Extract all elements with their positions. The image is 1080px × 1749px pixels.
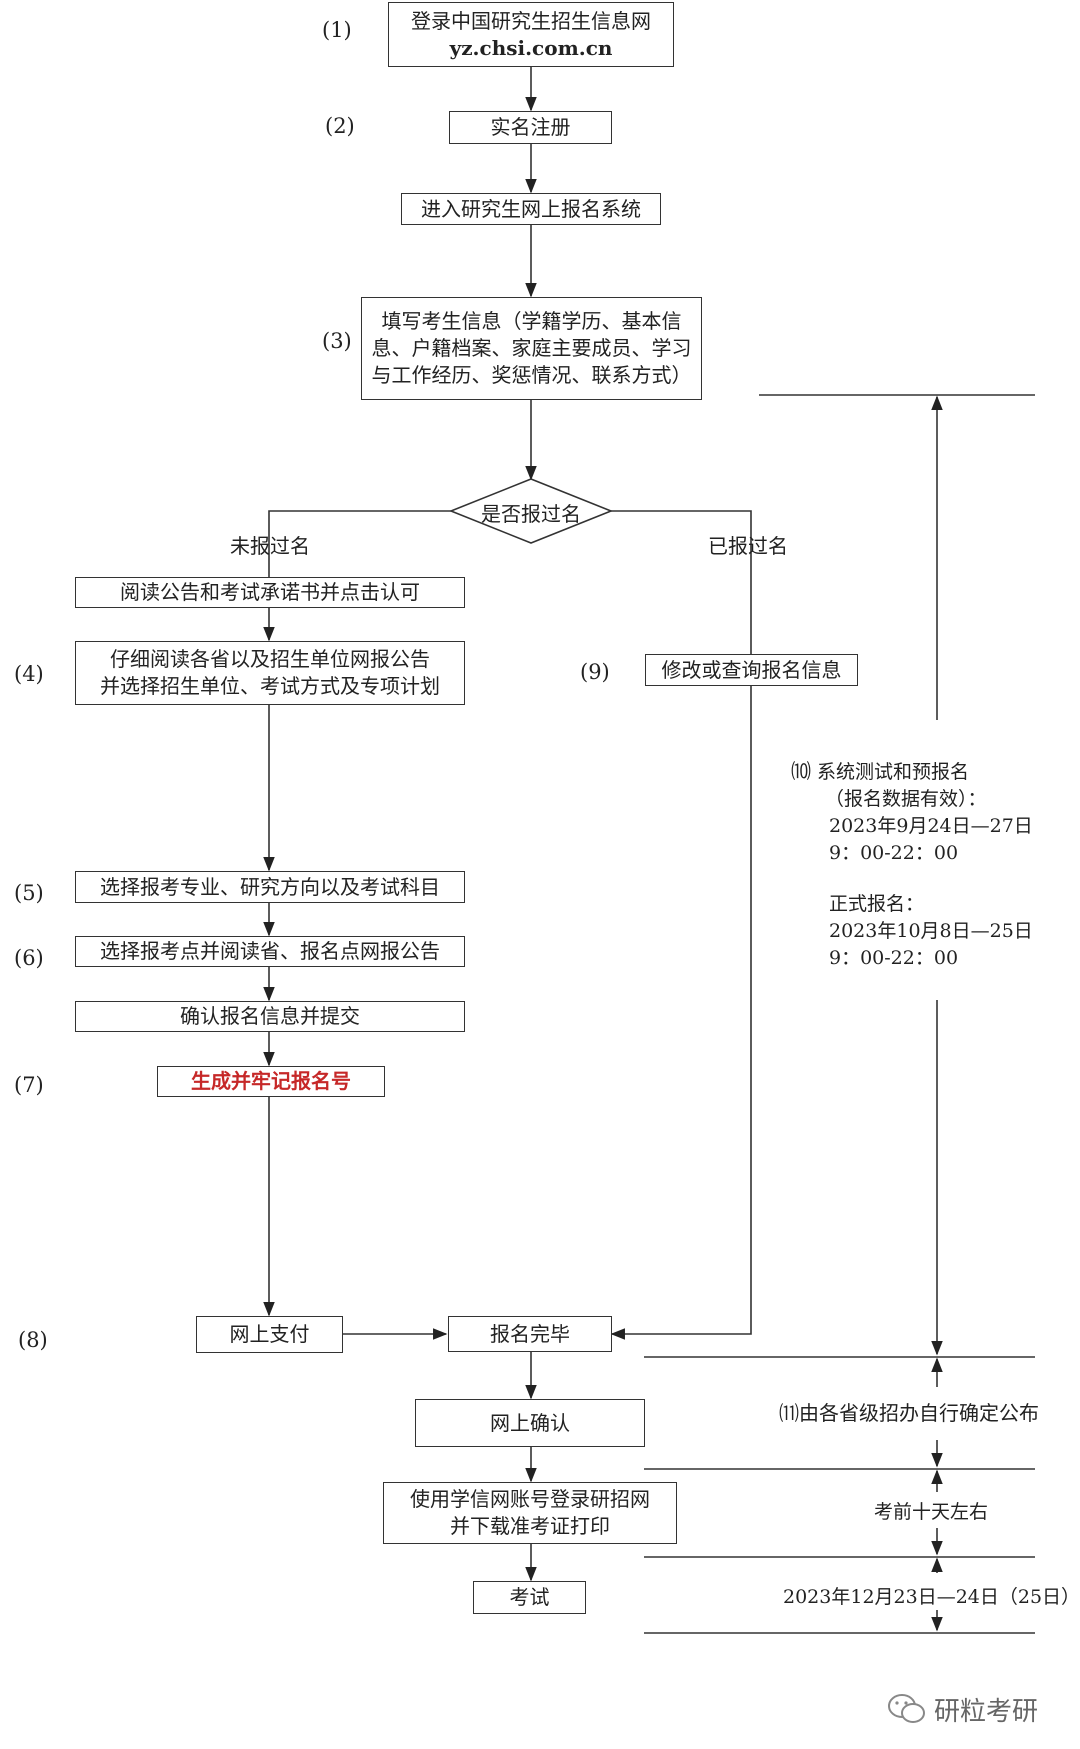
- read-notice-text: 阅读公告和考试承诺书并点击认可: [120, 580, 420, 604]
- registration-done-box: 报名完毕: [448, 1316, 612, 1352]
- online-pay-box: 网上支付: [196, 1316, 343, 1353]
- step-1-number: (1): [322, 18, 352, 42]
- generate-number-box: 生成并牢记报名号: [157, 1066, 385, 1097]
- download-admission-box: 使用学信网账号登录研招网 并下载准考证打印: [383, 1482, 677, 1544]
- confirm-submit-text: 确认报名信息并提交: [180, 1004, 360, 1028]
- read-notice-box: 阅读公告和考试承诺书并点击认可: [75, 577, 465, 608]
- note-10-line-5: 正式报名：: [829, 893, 925, 915]
- decision-label: 是否报过名: [481, 502, 581, 526]
- fill-info-line-2: 息、户籍档案、家庭主要成员、学习: [371, 336, 692, 360]
- note-10-block: ⑽ 系统测试和预报名 （报名数据有效）： 2023年9月24日—27日 9：00…: [791, 758, 1033, 972]
- read-province-box: 仔细阅读各省以及招生单位网报公告 并选择招生单位、考试方式及专项计划: [75, 641, 465, 705]
- note-10-line-7: 9：00-22：00: [829, 947, 959, 969]
- login-site-box: 登录中国研究生招生信息网 yz.chsi.com.cn: [388, 2, 674, 67]
- note-11-text: 由各省级招办自行确定公布: [799, 1401, 1039, 1425]
- note-10-line-3: 2023年9月24日—27日: [829, 815, 1033, 837]
- enter-system-box: 进入研究生网上报名系统: [401, 193, 661, 225]
- step-5-number: (5): [14, 881, 44, 905]
- note-10-line-6: 2023年10月8日—25日: [829, 920, 1033, 942]
- choose-major-text: 选择报考专业、研究方向以及考试科目: [100, 874, 440, 899]
- branch-not-registered-label: 未报过名: [230, 534, 310, 558]
- wechat-icon: [888, 1694, 925, 1723]
- note-10-number: ⑽: [791, 759, 811, 783]
- real-name-register-text: 实名注册: [490, 115, 571, 139]
- online-confirm-box: 网上确认: [415, 1399, 645, 1447]
- fill-info-line-3: 与工作经历、奖惩情况、联系方式）: [371, 363, 692, 387]
- exam-date-label: 2023年12月23日—24日（25日）: [783, 1586, 1080, 1608]
- step-7-number: (7): [14, 1073, 44, 1097]
- step-4-number: (4): [14, 662, 44, 686]
- step-2-number: (2): [325, 114, 355, 138]
- note-11-block: ⑾由各省级招办自行确定公布: [779, 1400, 1039, 1427]
- choose-site-text: 选择报考点并阅读省、报名点网报公告: [100, 939, 440, 963]
- note-11-number: ⑾: [779, 1401, 799, 1425]
- generate-number-text: 生成并牢记报名号: [191, 1069, 351, 1093]
- real-name-register-box: 实名注册: [449, 111, 612, 144]
- note-10-line-1: 系统测试和预报名: [817, 761, 970, 783]
- choose-major-box: 选择报考专业、研究方向以及考试科目: [75, 871, 465, 903]
- read-province-line-2: 并选择招生单位、考试方式及专项计划: [100, 674, 440, 698]
- fill-info-box: 填写考生信息（学籍学历、基本信 息、户籍档案、家庭主要成员、学习 与工作经历、奖…: [361, 297, 702, 400]
- branch-registered-label: 已报过名: [708, 534, 788, 558]
- note-10-line-2: （报名数据有效）：: [825, 788, 987, 810]
- exam-box: 考试: [473, 1581, 586, 1614]
- ten-days-label: 考前十天左右: [874, 1501, 989, 1523]
- enter-system-text: 进入研究生网上报名系统: [421, 196, 641, 221]
- login-site-text: 登录中国研究生招生信息网: [411, 8, 651, 33]
- download-admission-line-1: 使用学信网账号登录研招网: [410, 1487, 650, 1511]
- exam-text: 考试: [509, 1585, 550, 1609]
- step-9-number: (9): [580, 660, 610, 684]
- step-8-number: (8): [18, 1328, 48, 1352]
- step-6-number: (6): [14, 946, 44, 970]
- online-pay-text: 网上支付: [229, 1322, 310, 1346]
- online-confirm-text: 网上确认: [490, 1410, 570, 1435]
- modify-query-box: 修改或查询报名信息: [645, 654, 858, 686]
- download-admission-line-2: 并下载准考证打印: [450, 1514, 610, 1538]
- login-site-url: yz.chsi.com.cn: [449, 35, 613, 60]
- modify-query-text: 修改或查询报名信息: [661, 657, 842, 682]
- fill-info-line-1: 填写考生信息（学籍学历、基本信: [381, 309, 682, 333]
- read-province-line-1: 仔细阅读各省以及招生单位网报公告: [110, 647, 430, 671]
- confirm-submit-box: 确认报名信息并提交: [75, 1001, 465, 1032]
- registration-done-text: 报名完毕: [490, 1321, 570, 1346]
- decision-diamond: [448, 478, 614, 544]
- choose-site-box: 选择报考点并阅读省、报名点网报公告: [75, 936, 465, 967]
- step-3-number: (3): [322, 329, 352, 353]
- note-10-line-4: 9：00-22：00: [829, 842, 959, 864]
- watermark-text: 研粒考研: [934, 1697, 1039, 1727]
